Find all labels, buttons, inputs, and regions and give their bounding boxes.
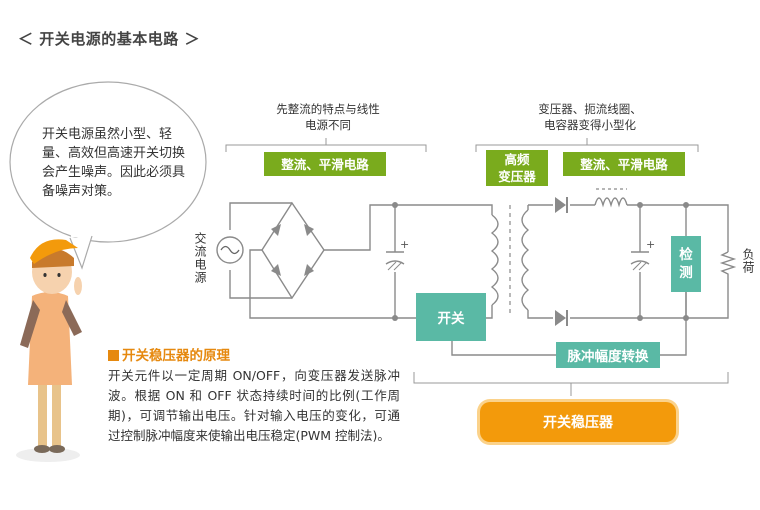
detect-line-1: 检: [679, 247, 693, 263]
rectify-smoothing-block-left: 整流、平滑电路: [264, 152, 386, 176]
note-right-line-2: 电容器变得小型化: [544, 118, 636, 132]
character-illustration: [16, 239, 82, 462]
switch-block: 开关: [416, 293, 486, 341]
hf-transformer-line-1: 高频: [504, 152, 530, 167]
plus-mark-right: +: [646, 238, 656, 251]
load-label: 负荷: [741, 248, 755, 274]
note-right: 变压器、扼流线圈、 电容器变得小型化: [510, 101, 670, 133]
pwm-block: 脉冲幅度转换: [556, 342, 660, 368]
switching-regulator-label: 开关稳压器: [480, 402, 676, 442]
square-bullet-icon: [108, 350, 119, 361]
speech-bubble-text: 开关电源虽然小型、轻量、高效但高速开关切换会产生噪声。因此必须具备噪声对策。: [42, 127, 186, 199]
section-title-text: 开关稳压器的原理: [122, 348, 230, 364]
section-body: 开关元件以一定周期 ON/OFF，向变压器发送脉冲波。根据 ON 和 OFF 状…: [108, 368, 400, 443]
page-title: ＜ 开关电源的基本电路 ＞: [18, 30, 200, 48]
speech-bubble: [9, 81, 207, 270]
section-title: 开关稳压器的原理: [108, 344, 230, 364]
note-left: 先整流的特点与线性 电源不同: [248, 101, 408, 133]
hf-transformer-line-2: 变压器: [498, 169, 536, 184]
note-left-line-2: 电源不同: [305, 118, 351, 132]
detect-block: 检 测: [671, 236, 701, 292]
detect-line-2: 测: [679, 265, 693, 281]
note-right-line-1: 变压器、扼流线圈、: [538, 102, 642, 116]
hf-transformer-block: 高频 变压器: [486, 150, 548, 186]
transformer-coils: [490, 209, 530, 311]
note-left-line-1: 先整流的特点与线性: [276, 102, 380, 116]
plus-mark-left: +: [400, 238, 410, 251]
ac-source-label: 交流电源: [193, 232, 207, 284]
rectify-smoothing-block-right: 整流、平滑电路: [563, 152, 685, 176]
ac-source-icon: [216, 236, 244, 264]
choke-coil-icon: [594, 197, 628, 208]
load-resistor-icon: [719, 251, 737, 280]
